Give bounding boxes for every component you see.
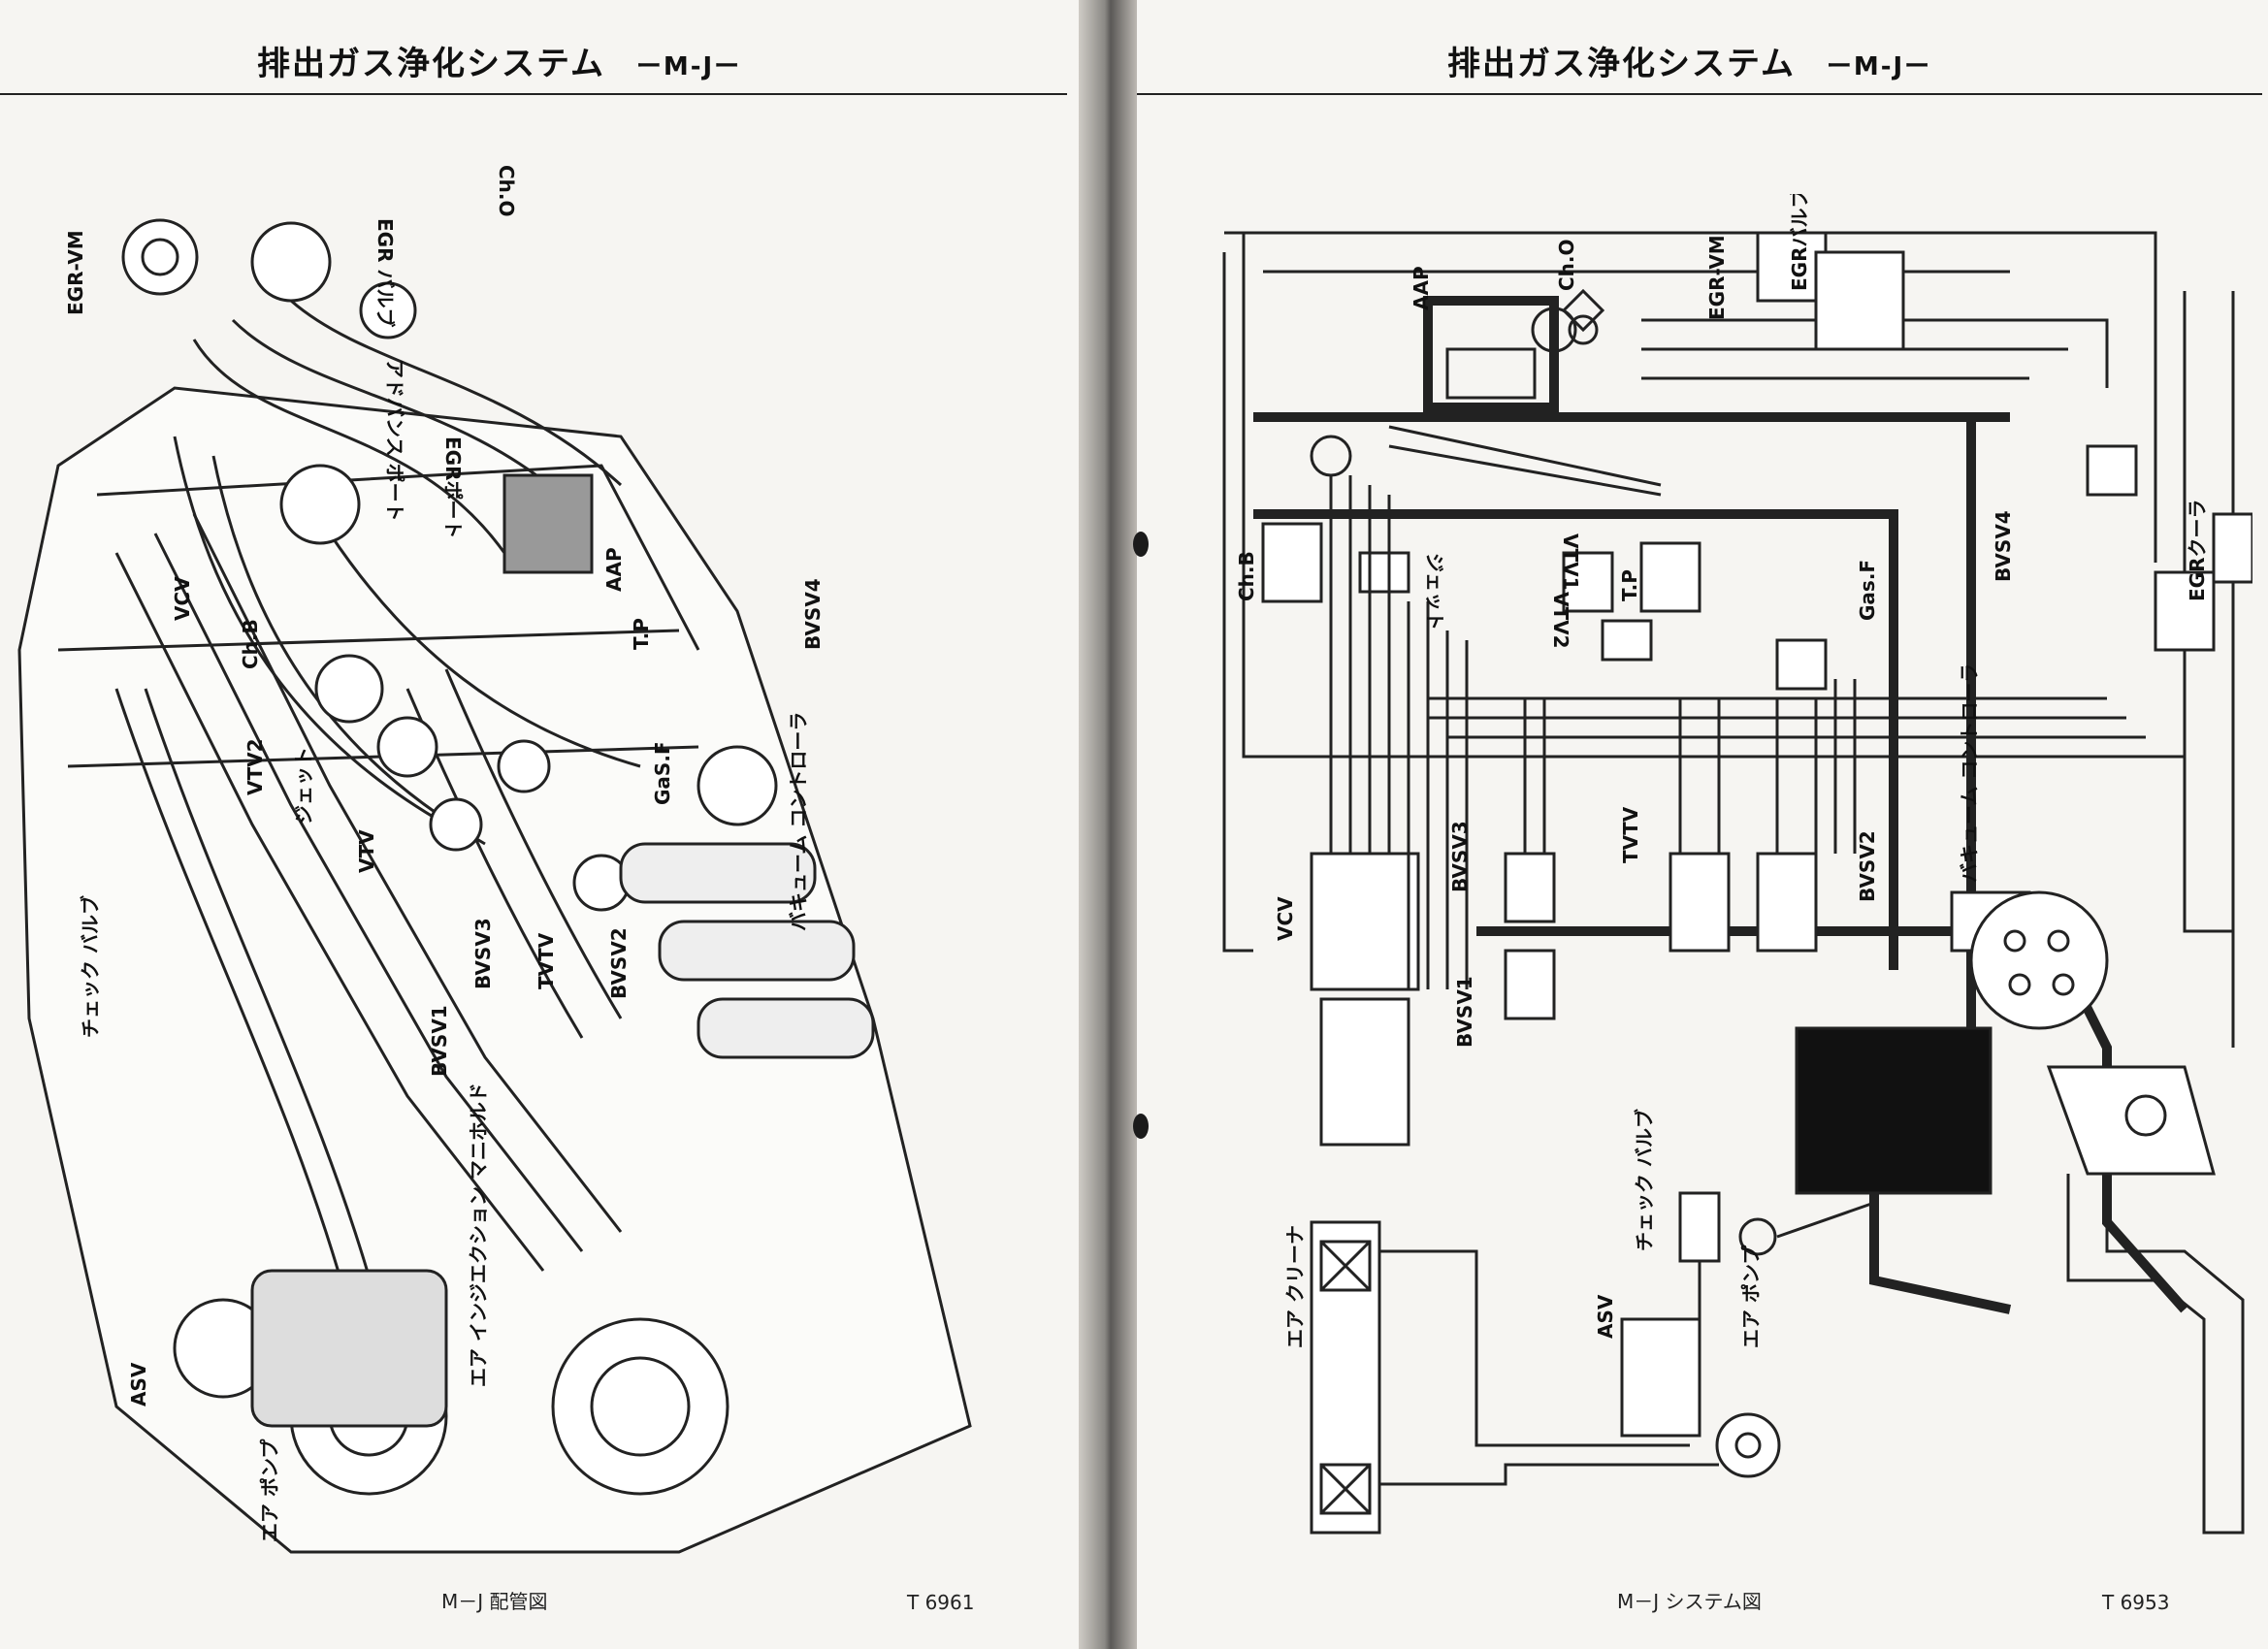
right-label-vcv: VCV: [1274, 896, 1297, 941]
right-label-check-valve: チェック バルブ: [1633, 1109, 1656, 1251]
right-header-code: ーM-Jー: [1826, 52, 1932, 81]
right-label-bvsv1: BVSV1: [1453, 976, 1476, 1048]
left-header-title: 排出ガス浄化システム: [257, 45, 605, 83]
right-label-air-pump: エア ポンプ: [1739, 1245, 1763, 1348]
left-label-air-pump: エア ポンプ: [258, 1439, 281, 1542]
right-label-egr-vm: EGR-VM: [1705, 235, 1729, 320]
book-gutter: [1079, 0, 1137, 1649]
left-label-vtv: VTV: [355, 829, 378, 873]
left-label-jet: ジェット: [292, 747, 315, 824]
right-header-title: 排出ガス浄化システム: [1447, 45, 1796, 83]
left-label-egr-port: EGRポート: [441, 436, 465, 538]
right-label-egr-cooler: EGRクーラ: [2186, 500, 2209, 601]
right-header-rule: [1137, 93, 2262, 95]
right-footer-caption: M－J システム図: [1617, 1590, 1762, 1613]
right-label-ch-o: Ch.O: [1555, 239, 1578, 291]
left-label-vtv2: VTV2: [243, 738, 267, 795]
left-label-check-valve: チェック バルブ: [79, 895, 102, 1038]
left-label-gas-f: GaS.F: [651, 741, 674, 805]
right-label-air-cleaner: エア クリーナ: [1283, 1225, 1307, 1348]
left-header-code: ーM-Jー: [635, 52, 742, 81]
right-label-tvtv: TVTV: [1619, 806, 1642, 863]
left-label-vcv: VCV: [171, 576, 194, 621]
right-label-tp: T.P: [1618, 569, 1641, 601]
left-label-bvsv1: BVSV1: [428, 1005, 451, 1077]
right-label-bvsv4: BVSV4: [1992, 510, 2015, 582]
left-footer-code: T 6961: [907, 1591, 975, 1614]
right-label-vtv2: VTV2: [1549, 592, 1572, 649]
left-header-rule: [0, 93, 1067, 95]
left-label-advance-port: アドバンス ポート: [383, 359, 406, 522]
right-label-ch-b: Ch.B: [1235, 551, 1258, 601]
left-page: 排出ガス浄化システム ーM-Jー: [0, 0, 1079, 1649]
right-label-bvsv3: BVSV3: [1448, 821, 1472, 892]
left-label-injection-manifold: エア インジエクション マニホルド: [467, 1083, 490, 1387]
left-label-ch-o: Ch.O: [495, 165, 518, 217]
left-label-vacuum-controller: バキューム コントローラ: [787, 712, 810, 931]
binder-hole-top: [1133, 532, 1149, 557]
right-label-egr-valve: EGRバルブ: [1788, 194, 1811, 291]
left-label-bvsv4: BVSV4: [801, 578, 825, 650]
left-label-asv: ASV: [127, 1362, 150, 1406]
right-page: 排出ガス浄化システム ーM-Jー: [1133, 0, 2268, 1649]
binder-hole-bottom: [1133, 1114, 1149, 1139]
left-label-bvsv3: BVSV3: [471, 918, 495, 989]
right-label-aap: AAP: [1409, 266, 1433, 310]
right-label-bvsv2: BVSV2: [1856, 830, 1879, 902]
right-label-asv: ASV: [1594, 1294, 1617, 1339]
left-label-tvtv: TVTV: [535, 932, 558, 989]
left-label-bvsv2: BVSV2: [607, 927, 631, 999]
right-label-vacuum-controller: バキューム コントローラ: [1958, 663, 1981, 883]
left-label-ch-b: Ch.B: [239, 619, 262, 669]
right-page-header: 排出ガス浄化システム ーM-Jー: [1447, 37, 1931, 84]
left-label-egr-valve: EGR バルブ: [373, 218, 397, 327]
left-label-egr-vm: EGR-VM: [64, 230, 87, 315]
left-footer-caption: M－J 配管図: [441, 1590, 548, 1613]
right-label-gas-f: Gas.F: [1856, 560, 1879, 621]
engine-piping-illustration: EGR-VM EGR バルブ Ch.O アドバンス ポート EGRポート AAP…: [17, 165, 972, 1554]
left-page-header: 排出ガス浄化システム ーM-Jー: [257, 37, 741, 84]
left-label-tp: T.P: [630, 618, 653, 650]
emission-system-schematic: AAP Ch.O EGR-VM EGRバルブ Ch.B ジェット VTV1 VT…: [1222, 194, 2252, 1535]
right-footer-code: T 6953: [2102, 1591, 2170, 1614]
right-label-jet: ジェット: [1423, 553, 1446, 630]
left-label-aap: AAP: [602, 547, 626, 592]
right-label-vtv1: VTV1: [1559, 534, 1582, 591]
